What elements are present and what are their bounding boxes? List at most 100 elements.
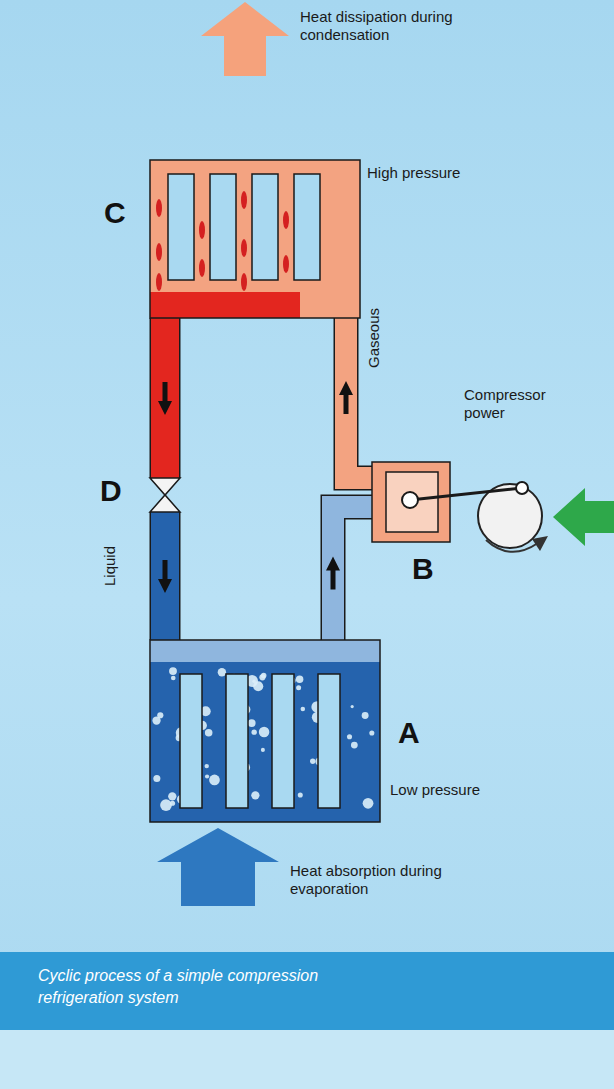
vapour-bubble: [193, 725, 201, 733]
footer-band: [0, 1030, 614, 1089]
vapour-bubble: [251, 791, 259, 799]
vapour-bubble: [169, 667, 177, 675]
flow-arrow: [326, 557, 340, 590]
vapour-bubble: [160, 799, 172, 811]
vapour-bubble: [253, 681, 263, 691]
evaporator-fin-gap: [318, 674, 340, 808]
vapour-bubble: [184, 767, 193, 776]
vapour-bubble: [205, 774, 209, 778]
condensate-pool: [150, 292, 300, 318]
vapour-bubble: [176, 734, 183, 741]
heat-out-arrow: [201, 2, 289, 76]
expansion-valve-shape: [150, 478, 180, 512]
vapour-bubble: [240, 705, 250, 715]
vapour-bubble: [229, 674, 240, 685]
refrigerant-pipe: [158, 512, 172, 640]
pipe-outline: [346, 318, 372, 478]
vapour-bubble: [315, 757, 323, 765]
figure-caption: Cyclic process of a simple compression r…: [38, 965, 368, 1008]
evaporator: A: [150, 640, 380, 822]
vapour-bubble: [259, 674, 265, 680]
vapour-bubble: [259, 727, 270, 738]
pipe: [151, 318, 179, 478]
component-letter: C: [104, 198, 126, 228]
evaporator-fin-gap: [180, 674, 202, 808]
vapour-bubble: [261, 748, 265, 752]
vapour-bubble: [351, 705, 354, 708]
evaporator-fin-gap: [226, 674, 248, 808]
pressure-label: High pressure: [367, 164, 460, 182]
caption-band: [0, 952, 614, 1030]
condenser-fin-gap: [252, 174, 278, 280]
vapour-bubble: [246, 675, 258, 687]
pipe-outline: [333, 507, 372, 640]
drive-wheel: [478, 484, 542, 548]
condenser-shape: [150, 160, 360, 318]
vapour-bubble: [369, 731, 374, 736]
refrigerant-pipe: [339, 318, 372, 478]
vapour-bubble: [311, 701, 323, 713]
compressor-shape: [372, 462, 450, 542]
vapour-bubble: [261, 673, 267, 679]
heat-in-arrow: [157, 828, 279, 906]
vapour-bubble: [296, 685, 301, 690]
vapour-bubble: [171, 676, 176, 681]
heat-in-label: Heat absorption during evaporation: [290, 862, 445, 898]
refrigerant-pipe: [158, 318, 172, 478]
vapour-bubble: [336, 789, 340, 793]
pipe: [151, 512, 179, 640]
valve-half: [150, 478, 180, 495]
vapour-bubble: [251, 729, 256, 734]
condenser-outline: [150, 160, 360, 318]
vapour-bubble: [322, 716, 328, 722]
vapour-bubble: [209, 775, 220, 786]
power-arrow: [553, 488, 614, 546]
condenser: C: [150, 160, 360, 318]
condensate-drip: [241, 191, 247, 209]
evaporator-shape: [150, 640, 380, 822]
condensate-drip: [199, 259, 205, 277]
vapour-bubble: [152, 716, 160, 724]
vapour-bubble: [301, 707, 306, 712]
condensate-drip: [156, 199, 162, 217]
condensate-drip: [199, 221, 205, 239]
condensate-drip: [283, 211, 289, 229]
rotation-arrowhead: [532, 536, 548, 551]
vapour-bubble: [153, 775, 160, 782]
state-label: Liquid: [101, 546, 119, 586]
vapour-bubble: [170, 801, 175, 806]
evaporator-outline: [150, 640, 380, 822]
rotation-arrow: [486, 540, 538, 552]
vapour-bubble: [363, 798, 374, 809]
vapour-bubble: [168, 792, 176, 800]
flow-arrow: [339, 381, 353, 414]
vapour-bubble: [248, 719, 256, 727]
component-letter: B: [412, 554, 434, 584]
condensate-drip: [283, 255, 289, 273]
compressor: B: [372, 462, 450, 542]
pipe-outline: [150, 318, 181, 478]
compressor-body: [372, 462, 450, 542]
vapour-bubble: [176, 727, 188, 739]
vapour-bubble: [312, 712, 323, 723]
vapour-bubble: [198, 721, 207, 730]
condenser-fin-gap: [294, 174, 320, 280]
state-label: Gaseous: [365, 308, 383, 368]
condenser-fin-gap: [168, 174, 194, 280]
vapour-bubble: [218, 668, 226, 676]
flow-arrow: [158, 560, 172, 593]
vapour-bubble: [296, 675, 303, 682]
vapour-bubble: [362, 712, 369, 719]
refrigerant-pipe: [326, 507, 372, 640]
condenser-fin-gap: [210, 174, 236, 280]
pipe: [333, 507, 372, 640]
vapour-bubble: [347, 734, 352, 739]
vapour-bubble: [310, 759, 315, 764]
pressure-label: Low pressure: [390, 781, 480, 799]
pipe: [346, 318, 372, 478]
evaporator-vapour: [150, 640, 380, 662]
heat-out-label: Heat dissipation during condensation: [300, 8, 455, 44]
condensate-drip: [241, 239, 247, 257]
component-letter: A: [398, 718, 420, 748]
